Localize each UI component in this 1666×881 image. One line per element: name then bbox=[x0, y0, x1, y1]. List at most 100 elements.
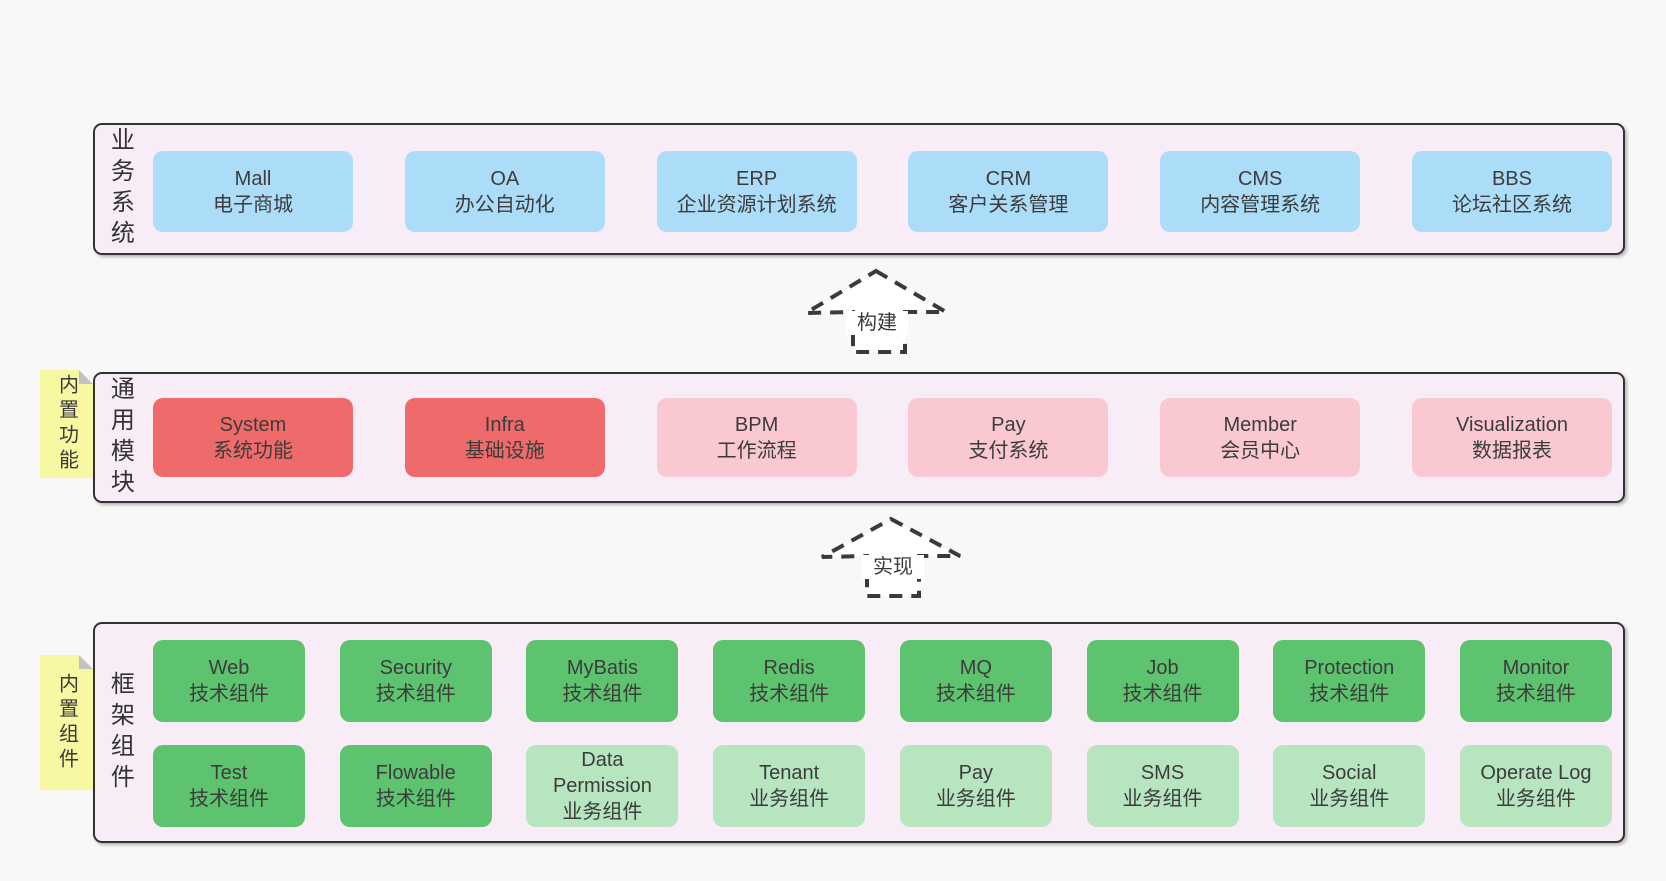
box-name: Tenant bbox=[759, 762, 820, 784]
box-name: Data Permission bbox=[552, 749, 652, 797]
box-erp: ERP 企业资源计划系统 bbox=[656, 151, 857, 232]
box-pay-module: Pay 支付系统 bbox=[908, 398, 1109, 477]
box-subtitle: 工作流程 bbox=[716, 439, 797, 462]
box-protection: Protection 技术组件 bbox=[1273, 640, 1426, 722]
box-subtitle: 业务组件 bbox=[1309, 788, 1390, 810]
box-name: Job bbox=[1146, 657, 1179, 679]
box-bpm: BPM 工作流程 bbox=[656, 398, 857, 477]
box-name: Pay bbox=[991, 413, 1026, 436]
box-mybatis: MyBatis 技术组件 bbox=[526, 640, 679, 722]
box-visualization: Visualization 数据报表 bbox=[1411, 398, 1612, 477]
panel-framework-components: 框架组件 Web 技术组件 Security 技术组件 MyBatis 技术组件… bbox=[93, 622, 1625, 843]
box-name: OA bbox=[490, 167, 520, 190]
sticky-note-builtin-components: 内置组件 bbox=[40, 655, 93, 790]
box-subtitle: 技术组件 bbox=[375, 683, 456, 705]
box-system: System 系统功能 bbox=[153, 398, 353, 477]
box-name: Protection bbox=[1304, 657, 1395, 679]
box-web: Web 技术组件 bbox=[153, 640, 305, 722]
note-text: 内置组件 bbox=[55, 672, 78, 773]
box-infra: Infra 基础设施 bbox=[404, 398, 605, 477]
box-name: Visualization bbox=[1456, 413, 1568, 436]
box-social: Social 业务组件 bbox=[1273, 745, 1426, 827]
box-subtitle: 数据报表 bbox=[1471, 439, 1552, 462]
box-subtitle: 技术组件 bbox=[189, 683, 269, 705]
box-operate-log: Operate Log 业务组件 bbox=[1459, 745, 1612, 827]
box-name: System bbox=[219, 413, 287, 436]
panel-framework-label: 框架组件 bbox=[106, 670, 134, 795]
arrow-implement: 实现 bbox=[812, 509, 972, 606]
box-name: CRM bbox=[985, 167, 1032, 190]
box-cms: CMS 内容管理系统 bbox=[1160, 151, 1361, 232]
box-name: Web bbox=[208, 657, 250, 679]
box-mall: Mall 电子商城 bbox=[153, 151, 353, 232]
panel-common-modules: 通用模块 System 系统功能 Infra 基础设施 BPM 工作流程 Pay… bbox=[93, 372, 1625, 503]
box-subtitle: 技术组件 bbox=[1122, 683, 1203, 705]
box-name: Test bbox=[210, 762, 248, 784]
box-crm: CRM 客户关系管理 bbox=[908, 151, 1109, 232]
box-name: BPM bbox=[734, 413, 779, 436]
box-name: Infra bbox=[484, 413, 525, 436]
box-name: MyBatis bbox=[566, 657, 638, 679]
box-subtitle: 论坛社区系统 bbox=[1451, 193, 1572, 216]
box-bbs: BBS 论坛社区系统 bbox=[1411, 151, 1612, 232]
box-subtitle: 业务组件 bbox=[562, 801, 643, 823]
box-flowable: Flowable 技术组件 bbox=[339, 745, 492, 827]
box-subtitle: 系统功能 bbox=[213, 439, 293, 462]
box-name: Social bbox=[1321, 762, 1377, 784]
box-subtitle: 技术组件 bbox=[375, 788, 456, 810]
box-name: Redis bbox=[763, 657, 815, 679]
box-subtitle: 业务组件 bbox=[1495, 788, 1576, 810]
box-pay-component: Pay 业务组件 bbox=[899, 745, 1052, 827]
box-subtitle: 支付系统 bbox=[968, 439, 1049, 462]
panel-business-label: 业务系统 bbox=[106, 127, 134, 251]
note-fold-icon bbox=[79, 370, 93, 384]
box-subtitle: 技术组件 bbox=[189, 788, 269, 810]
box-subtitle: 技术组件 bbox=[1495, 683, 1576, 705]
arrow-build: 构建 bbox=[796, 261, 956, 361]
box-subtitle: 业务组件 bbox=[749, 788, 830, 810]
box-monitor: Monitor 技术组件 bbox=[1459, 640, 1612, 722]
box-subtitle: 基础设施 bbox=[464, 439, 545, 462]
box-subtitle: 会员中心 bbox=[1220, 439, 1301, 462]
box-mq: MQ 技术组件 bbox=[899, 640, 1052, 722]
box-name: SMS bbox=[1140, 762, 1185, 784]
box-subtitle: 办公自动化 bbox=[454, 193, 555, 216]
note-text: 内置功能 bbox=[55, 374, 78, 474]
box-subtitle: 企业资源计划系统 bbox=[676, 193, 837, 216]
box-name: Member bbox=[1223, 413, 1297, 436]
box-subtitle: 电子商城 bbox=[213, 193, 293, 216]
box-name: Mall bbox=[234, 167, 272, 190]
box-subtitle: 技术组件 bbox=[562, 683, 643, 705]
box-name: Operate Log bbox=[1480, 762, 1592, 784]
box-name: BBS bbox=[1491, 167, 1532, 190]
box-subtitle: 客户关系管理 bbox=[948, 193, 1069, 216]
box-name: Flowable bbox=[375, 762, 456, 784]
arrow-implement-label: 实现 bbox=[862, 555, 924, 579]
box-subtitle: 技术组件 bbox=[749, 683, 830, 705]
box-subtitle: 技术组件 bbox=[1309, 683, 1390, 705]
box-subtitle: 内容管理系统 bbox=[1200, 193, 1321, 216]
box-name: ERP bbox=[736, 167, 778, 190]
box-subtitle: 技术组件 bbox=[935, 683, 1016, 705]
box-name: Monitor bbox=[1502, 657, 1570, 679]
box-test: Test 技术组件 bbox=[153, 745, 305, 827]
box-member: Member 会员中心 bbox=[1160, 398, 1361, 477]
box-subtitle: 业务组件 bbox=[935, 788, 1016, 810]
box-sms: SMS 业务组件 bbox=[1086, 745, 1239, 827]
box-name: MQ bbox=[959, 657, 992, 679]
box-subtitle: 业务组件 bbox=[1122, 788, 1203, 810]
box-security: Security 技术组件 bbox=[339, 640, 492, 722]
box-name: CMS bbox=[1237, 167, 1283, 190]
note-fold-icon bbox=[79, 655, 93, 669]
box-oa: OA 办公自动化 bbox=[404, 151, 605, 232]
panel-business-systems: 业务系统 Mall 电子商城 OA 办公自动化 ERP 企业资源计划系统 CRM… bbox=[93, 123, 1625, 255]
box-name: Security bbox=[379, 657, 452, 679]
box-job: Job 技术组件 bbox=[1086, 640, 1239, 722]
arrow-build-label: 构建 bbox=[846, 311, 908, 335]
box-tenant: Tenant 业务组件 bbox=[713, 745, 866, 827]
box-redis: Redis 技术组件 bbox=[713, 640, 866, 722]
box-name: Pay bbox=[958, 762, 994, 784]
panel-modules-label: 通用模块 bbox=[106, 375, 134, 500]
sticky-note-builtin-features: 内置功能 bbox=[40, 370, 93, 478]
